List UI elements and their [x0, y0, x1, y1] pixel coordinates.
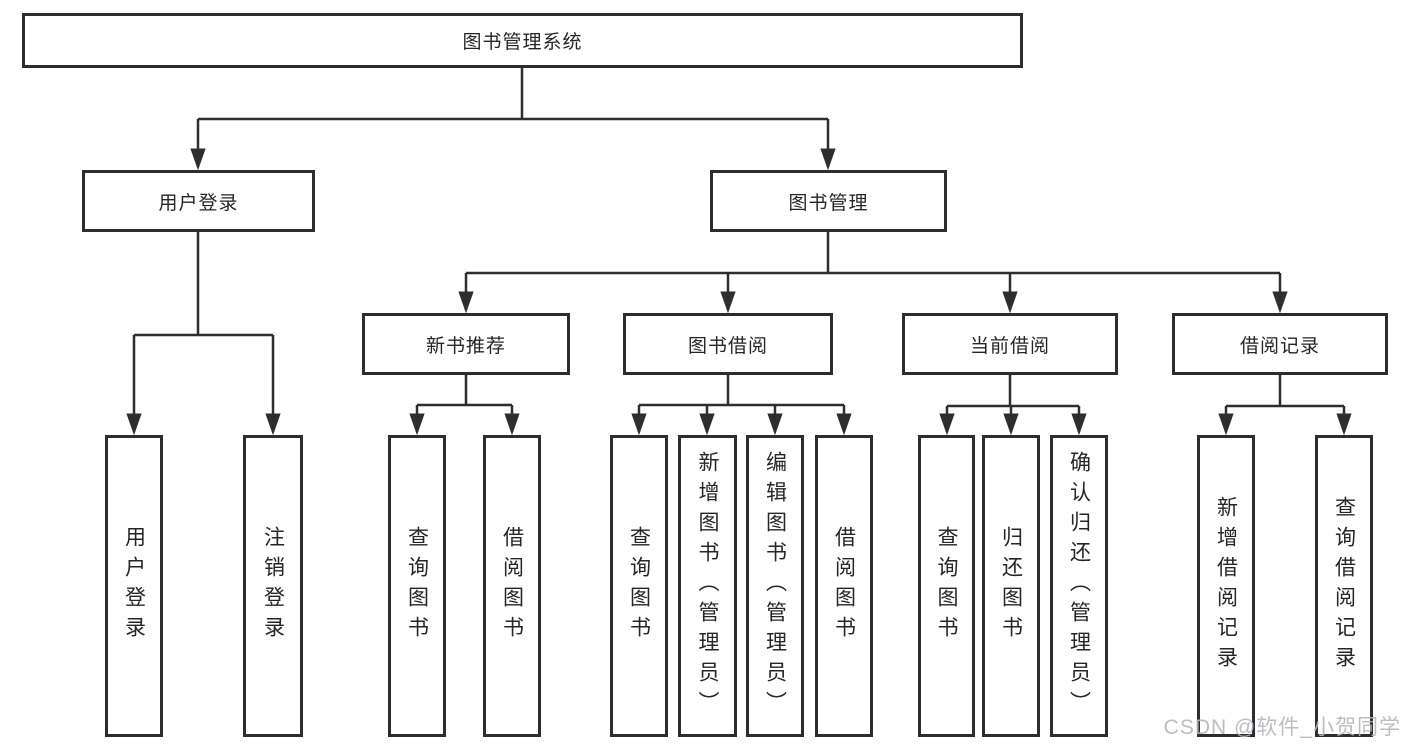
leaf-query-book: 查询图书 [610, 435, 668, 737]
leaf-add-book-admin: 新增图书（管理员） [678, 435, 737, 737]
leaf-confirm-return-admin: 确认归还（管理员） [1050, 435, 1108, 737]
leaf-borrow-book: 借阅图书 [815, 435, 873, 737]
leaf-add-borrow-record: 新增借阅记录 [1197, 435, 1255, 737]
leaf-label: 归还图书 [999, 526, 1023, 646]
node-book-management: 图书管理 [710, 170, 947, 232]
leaf-label: 新增借阅记录 [1214, 496, 1238, 676]
connector-rails [134, 68, 1344, 408]
leaf-user-login: 用户登录 [105, 435, 163, 737]
leaf-label: 新增图书（管理员） [696, 451, 719, 721]
node-label: 图书管理 [788, 192, 869, 214]
node-root-library-system: 图书管理系统 [22, 13, 1023, 68]
leaf-label: 借阅图书 [500, 526, 524, 646]
leaf-label: 注销登录 [261, 526, 285, 646]
node-new-book-recommend: 新书推荐 [362, 313, 570, 375]
leaf-query-book: 查询图书 [918, 435, 975, 737]
node-label: 用户登录 [158, 192, 239, 214]
node-label: 图书管理系统 [462, 32, 583, 53]
leaf-label: 查询图书 [627, 526, 651, 646]
node-user-login: 用户登录 [82, 170, 315, 232]
leaf-return-book: 归还图书 [982, 435, 1040, 737]
leaf-label: 用户登录 [122, 526, 146, 646]
leaf-label: 查询借阅记录 [1332, 496, 1356, 676]
csdn-watermark: CSDN @软件_小贺同学 [1163, 716, 1401, 739]
node-current-borrow: 当前借阅 [902, 313, 1118, 375]
leaf-label: 查询图书 [405, 526, 429, 646]
leaf-label: 编辑图书（管理员） [763, 451, 787, 721]
node-borrow-records: 借阅记录 [1172, 313, 1388, 375]
leaf-edit-book-admin: 编辑图书（管理员） [746, 435, 804, 737]
node-label: 当前借阅 [969, 335, 1050, 357]
leaf-label: 借阅图书 [832, 526, 856, 646]
node-book-borrow: 图书借阅 [623, 313, 833, 375]
leaf-label: 查询图书 [935, 526, 958, 646]
leaf-logout: 注销登录 [243, 435, 303, 737]
leaf-label: 确认归还（管理员） [1067, 451, 1091, 721]
leaf-query-book: 查询图书 [388, 435, 446, 737]
leaf-borrow-book: 借阅图书 [483, 435, 541, 737]
leaf-query-borrow-record: 查询借阅记录 [1315, 435, 1373, 737]
node-label: 借阅记录 [1239, 335, 1320, 357]
node-label: 图书借阅 [687, 335, 768, 357]
node-label: 新书推荐 [425, 335, 506, 357]
